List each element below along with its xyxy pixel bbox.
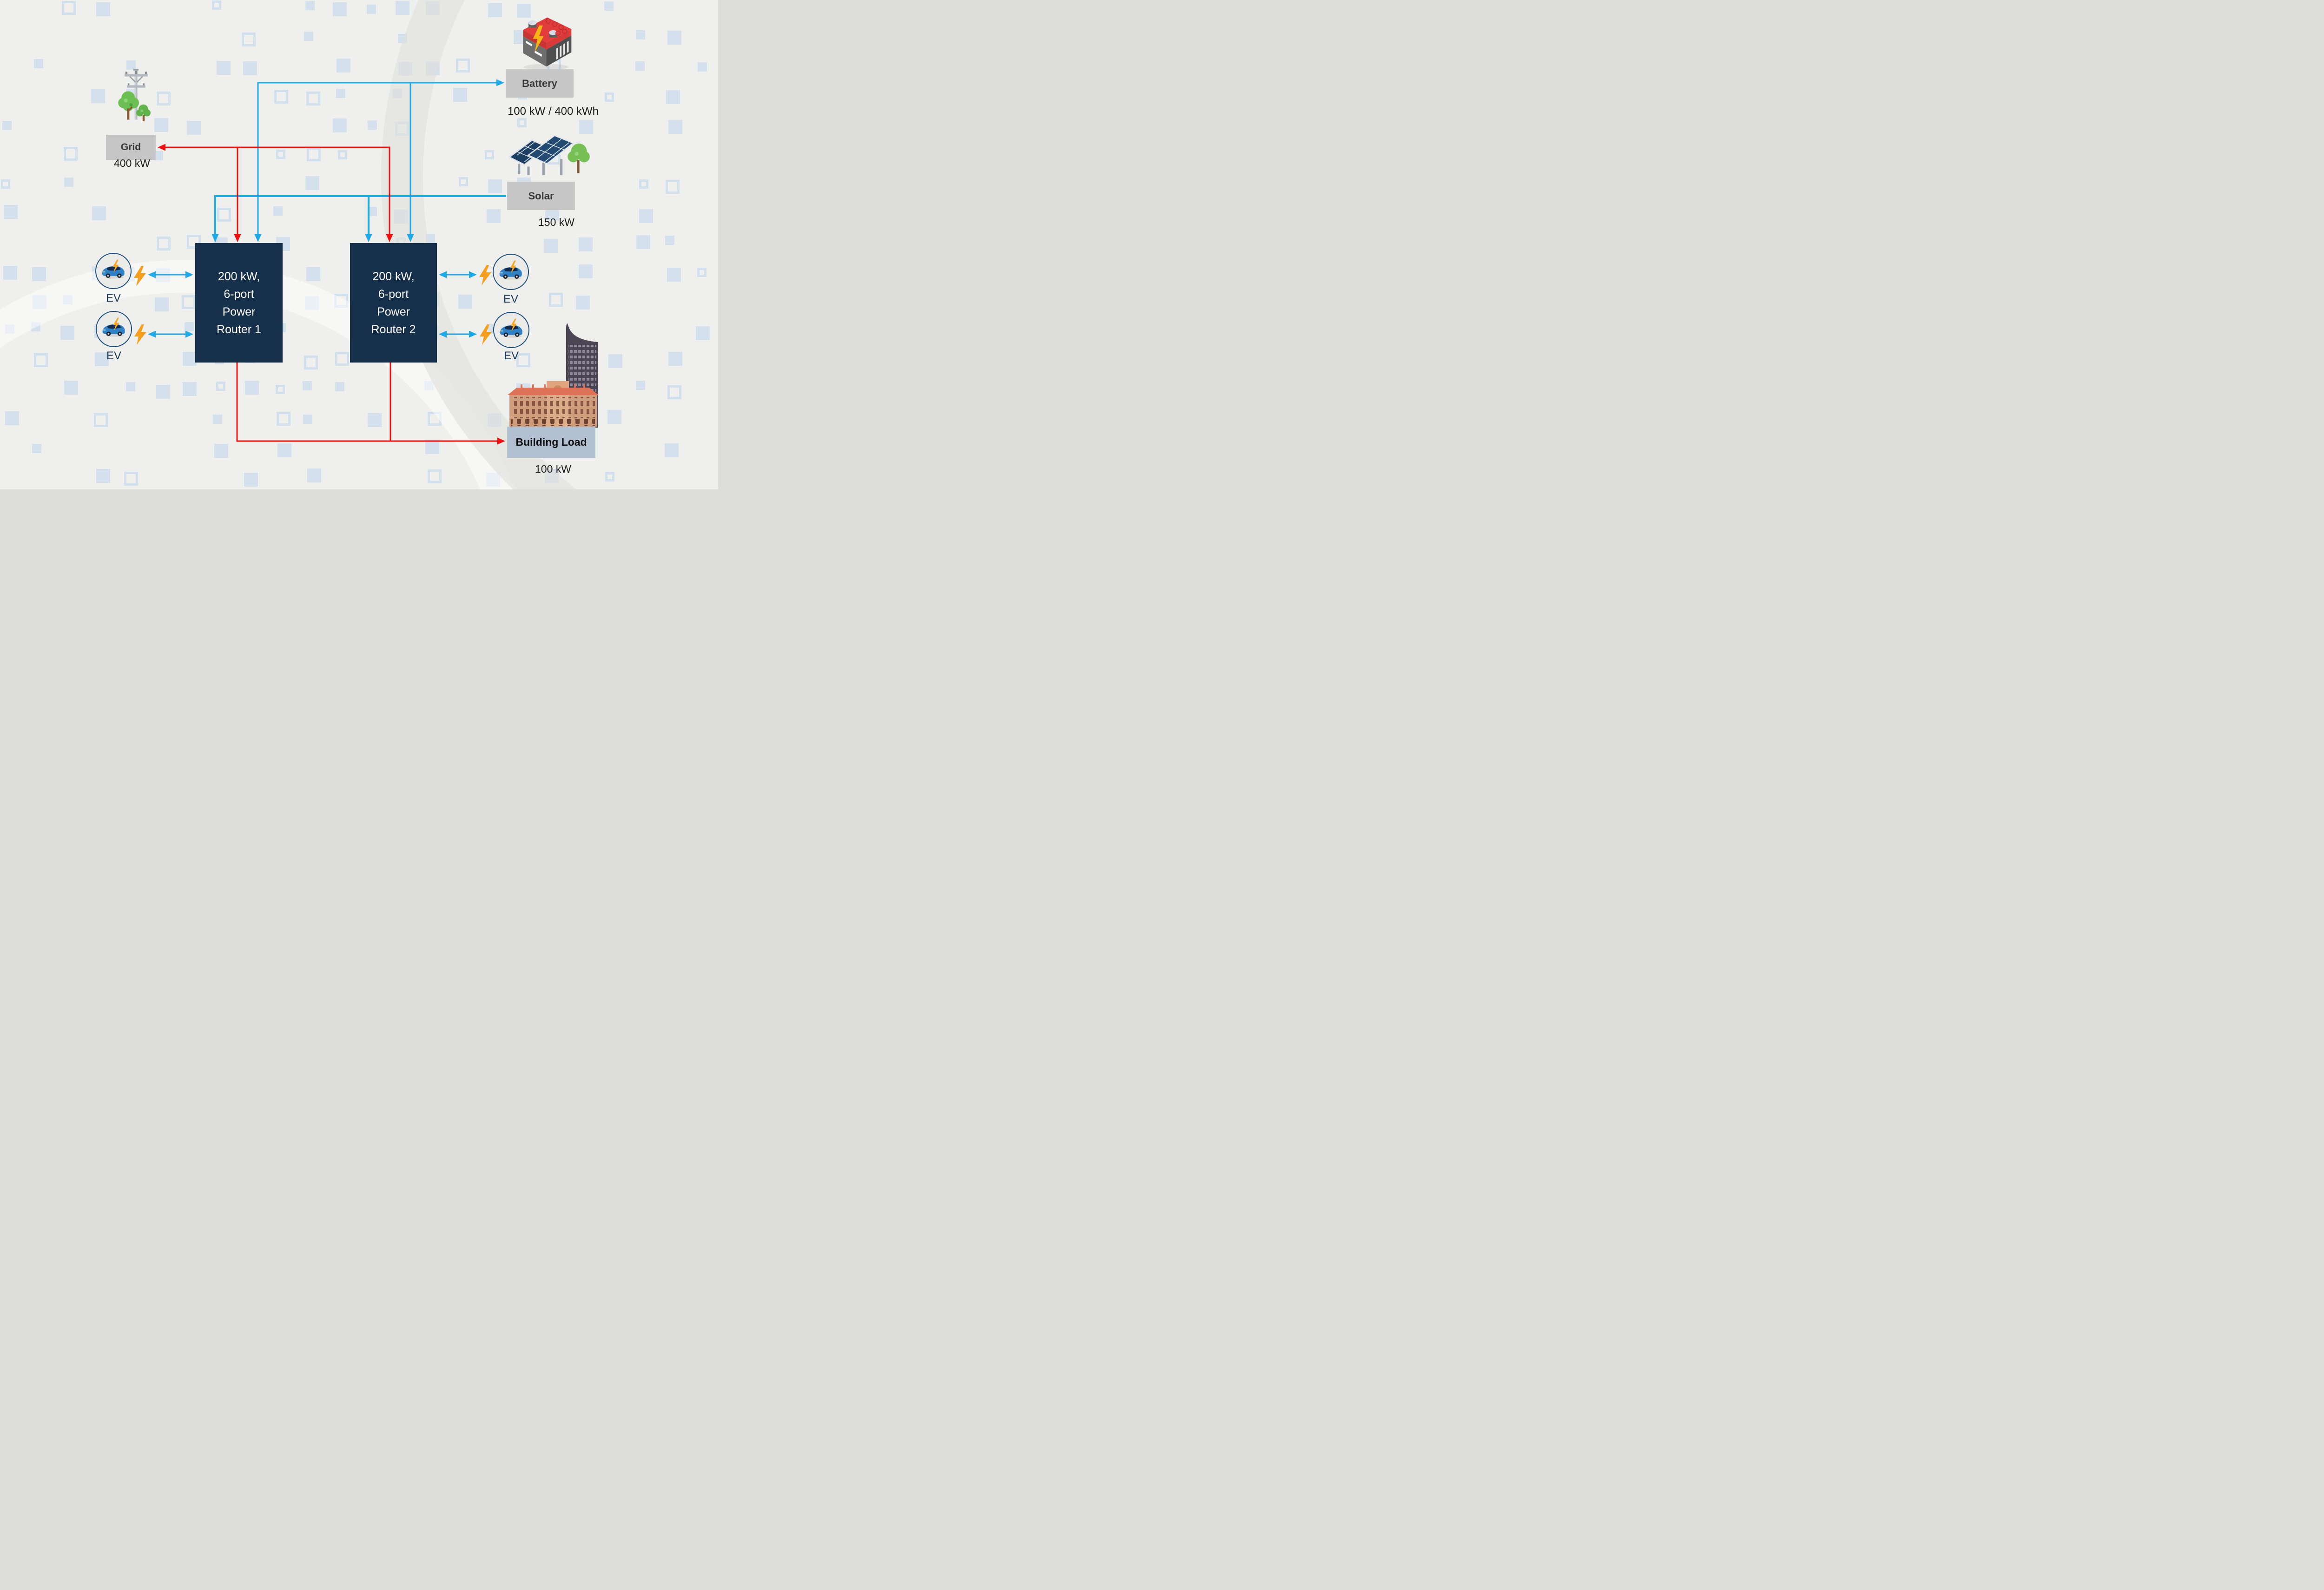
lightning-bolt-icon xyxy=(480,324,492,345)
car-battery-icon xyxy=(517,9,575,74)
ev-car-icon xyxy=(499,260,522,280)
battery-label: Battery xyxy=(522,77,557,89)
power-router-2: 200 kW, 6-port Power Router 2 xyxy=(350,243,437,363)
solar-capacity: 150 kW xyxy=(538,216,574,228)
ev-circle xyxy=(96,311,132,347)
router1-line: 200 kW, xyxy=(218,270,260,283)
lightning-bolt-icon xyxy=(479,265,491,285)
ev-label: EV xyxy=(106,292,121,304)
lightning-bolt-icon xyxy=(134,324,146,347)
ev-car-icon xyxy=(99,259,128,284)
router2-line: Router 2 xyxy=(371,323,416,336)
connector-wires xyxy=(148,79,506,445)
grid-capacity: 400 kW xyxy=(114,157,150,169)
ev-label: EV xyxy=(503,350,519,362)
grid-label-box: Grid xyxy=(106,135,156,160)
solar-label-box: Solar xyxy=(507,182,575,210)
lightning-bolt-icon xyxy=(480,324,492,347)
wire-grid-router2 xyxy=(158,144,393,242)
router1-line: 6-port xyxy=(224,287,254,301)
lightning-bolt-icon xyxy=(479,265,491,288)
wire-battery-router1 xyxy=(254,79,504,242)
ev-circle xyxy=(95,253,132,289)
ev-car-icon xyxy=(102,317,125,337)
ev-car-icon xyxy=(99,317,129,342)
lightning-bolt-icon xyxy=(134,266,146,289)
ev-car-icon xyxy=(500,318,522,338)
building-capacity: 100 kW xyxy=(535,463,571,475)
building-icon xyxy=(507,321,600,430)
ev-car-icon xyxy=(102,259,125,279)
ev-car-icon xyxy=(496,318,526,343)
wire-router1-building xyxy=(236,363,505,445)
battery-label-box: Battery xyxy=(506,69,574,98)
utility-pole-icon xyxy=(116,66,156,132)
ev-circle xyxy=(493,312,529,348)
router2-line: Power xyxy=(377,305,410,318)
router1-line: Power xyxy=(222,305,256,318)
lightning-bolt-icon xyxy=(134,266,146,286)
router2-line: 200 kW, xyxy=(372,270,415,283)
power-routing-diagram: Battery 100 kW / 400 kWh xyxy=(0,0,718,489)
wire-solar-router1 xyxy=(211,195,506,242)
battery-capacity: 100 kW / 400 kWh xyxy=(507,105,599,118)
building-load-label-box: Building Load xyxy=(507,427,595,458)
solar-label: Solar xyxy=(528,190,554,202)
grid-label: Grid xyxy=(120,142,141,152)
ev-circle xyxy=(493,254,529,290)
ev-label: EV xyxy=(106,350,121,362)
power-router-1: 200 kW, 6-port Power Router 1 xyxy=(195,243,283,363)
lightning-bolt-icon xyxy=(134,324,146,345)
solar-panels-icon xyxy=(508,127,597,179)
building-load-label: Building Load xyxy=(515,436,587,448)
router1-line: Router 1 xyxy=(217,323,261,336)
ev-car-icon xyxy=(496,260,526,284)
ev-label: EV xyxy=(503,293,518,305)
router2-line: 6-port xyxy=(378,287,409,301)
